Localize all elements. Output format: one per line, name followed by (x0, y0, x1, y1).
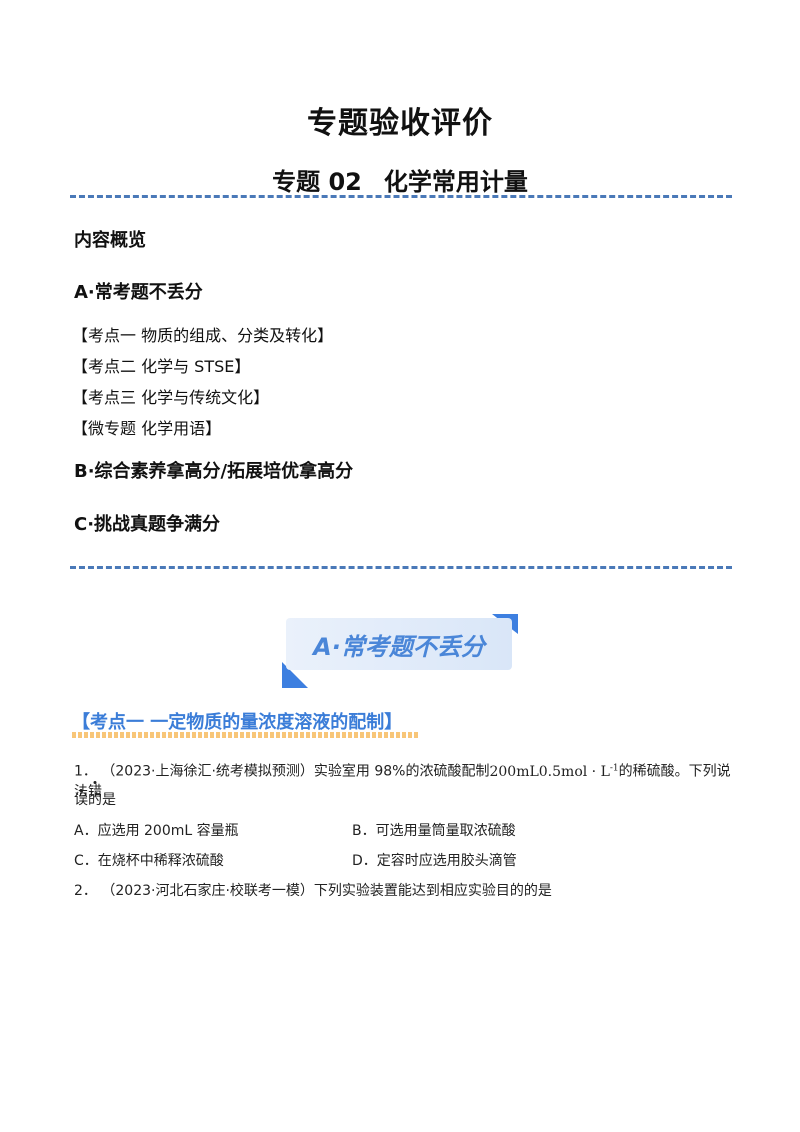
overview-section-a: A·常考题不丢分 (74, 282, 203, 303)
question-1-formula: 200mL0.5mol · L-1 (489, 763, 619, 780)
subtitle-name: 化学常用计量 (383, 168, 528, 196)
option-a[interactable]: A．应选用 200mL 容量瓶 (74, 823, 239, 839)
page-subtitle: 专题 02 化学常用计量 (0, 162, 800, 197)
question-2-number: 2． (74, 883, 97, 899)
question-1: 1． （2023·上海徐汇·统考模拟预测）实验室用 98%的浓硫酸配制200mL… (74, 758, 734, 802)
option-c[interactable]: C．在烧杯中稀释浓硫酸 (74, 853, 224, 869)
option-b[interactable]: B．可选用量筒量取浓硫酸 (352, 823, 516, 839)
page-title: 专题验收评价 (307, 106, 493, 141)
question-2: 2． （2023·河北石家庄·校联考一模）下列实验装置能达到相应实验目的的是 (74, 880, 552, 900)
overview-topic-4: 【微专题 化学用语】 (72, 419, 222, 438)
overview-topic-1: 【考点一 物质的组成、分类及转化】 (72, 326, 334, 345)
section-title-underline (72, 732, 420, 738)
divider-top (70, 195, 732, 198)
question-1-emph-2: 误 (74, 792, 88, 808)
banner-label: A·常考题不丢分 (286, 618, 512, 670)
question-1-text-pre: 实验室用 98%的浓硫酸配制 (313, 763, 490, 780)
subtitle-code: 专题 02 (272, 168, 362, 196)
question-2-text: 下列实验装置能达到相应实验目的的是 (313, 883, 552, 899)
option-d[interactable]: D．定容时应选用胶头滴管 (352, 853, 517, 869)
overview-topic-3: 【考点三 化学与传统文化】 (72, 388, 270, 407)
section-title: 【考点一 一定物质的量浓度溶液的配制】 (72, 712, 403, 733)
question-1-number: 1． (74, 763, 97, 780)
question-1-text-end: 的是 (88, 792, 116, 808)
overview-heading: 内容概览 (74, 230, 146, 251)
question-2-source: （2023·河北石家庄·校联考一模） (101, 883, 314, 899)
overview-topic-2: 【考点二 化学与 STSE】 (72, 357, 251, 376)
overview-section-c: C·挑战真题争满分 (74, 514, 221, 535)
question-1-emph-1: 错 (88, 783, 102, 800)
section-banner: A·常考题不丢分 (280, 612, 520, 692)
question-1-source: （2023·上海徐汇·统考模拟预测） (101, 763, 314, 780)
overview-section-b: B·综合素养拿高分/拓展培优拿高分 (74, 461, 354, 482)
divider-bottom (70, 566, 732, 569)
question-1-line-2: 误的是 (74, 789, 116, 809)
